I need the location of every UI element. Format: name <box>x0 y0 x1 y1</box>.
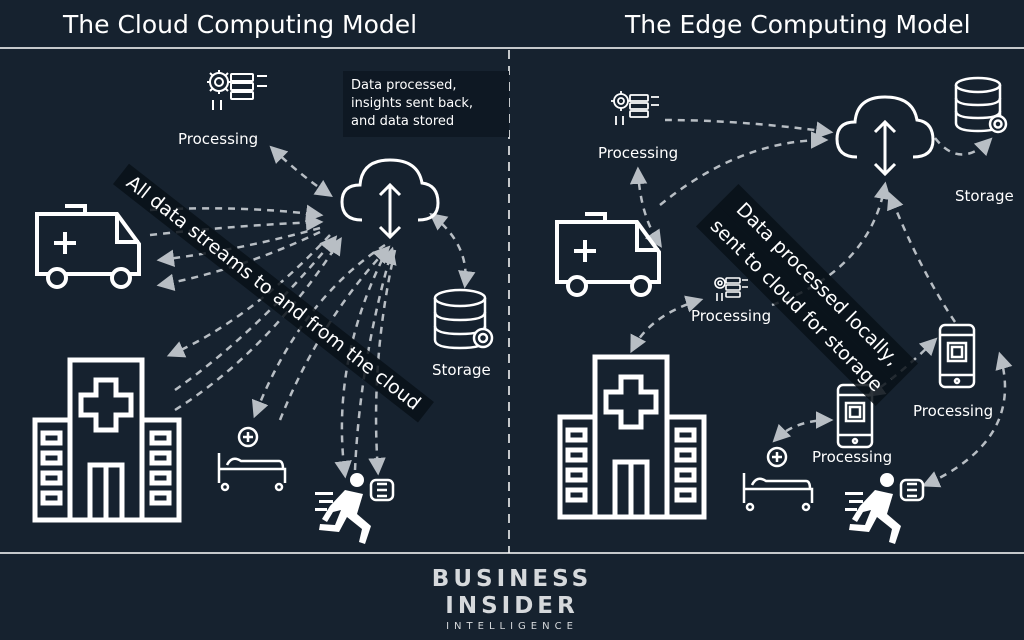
arrow-processing-mid-cloud <box>771 181 892 307</box>
arrow-storage-cloud <box>429 212 476 289</box>
arrow-ambulance-3 <box>156 226 321 267</box>
edge-processing-mid-label: Processing <box>691 307 772 325</box>
hospital-icon <box>557 354 707 520</box>
edge-processing-top-label: Processing <box>598 144 679 162</box>
arrow-phone-right-runner <box>921 351 1013 488</box>
database-gear-icon <box>954 76 1008 134</box>
runner-smartwatch-icon <box>315 473 395 544</box>
cloud-upload-download-icon <box>340 158 440 240</box>
arrow-runner-3 <box>368 249 397 476</box>
arrow-ambulance-4 <box>156 230 321 292</box>
arrow-ambulance-cloud <box>659 131 829 206</box>
brand-line-intelligence: INTELLIGENCE <box>446 621 578 632</box>
arrow-cloud-storage <box>934 137 993 157</box>
arrow-processing-mid-hospital <box>630 295 704 354</box>
arrow-processing-cloud <box>269 145 333 197</box>
arrow-phone-left-bed <box>772 411 834 443</box>
cloud-storage-label: Storage <box>432 361 491 379</box>
arrow-processing-top-ambulance <box>629 166 662 248</box>
smartphone-chip-icon <box>938 323 976 389</box>
arrow-bed-1 <box>251 243 386 419</box>
callout-line: Data processed, <box>351 78 457 93</box>
arrow-hospital-2 <box>174 235 338 392</box>
brand-line-business: BUSINESS <box>431 566 593 592</box>
brand-line-insider: INSIDER <box>445 593 579 619</box>
callout-line: insights sent back, <box>351 96 473 111</box>
cloud-processing-label: Processing <box>178 130 259 148</box>
arrow-phone-right-cloud <box>887 191 957 323</box>
hospital-bed-icon <box>217 426 287 492</box>
edge-storage-label: Storage <box>955 187 1014 205</box>
edge-processing-phone-left-label: Processing <box>812 448 893 466</box>
processing-gear-server-icon <box>611 91 659 125</box>
hospital-bed-icon <box>742 446 814 512</box>
processing-gear-server-icon <box>714 277 748 301</box>
processing-gear-server-icon <box>207 70 267 110</box>
runner-smartwatch-icon <box>845 473 925 544</box>
arrow-processing-top-cloud <box>664 118 834 139</box>
cloud-model-title: The Cloud Computing Model <box>63 10 418 39</box>
ambulance-icon <box>555 212 661 297</box>
cloud-callout: Data processed, insights sent back, and … <box>343 71 509 137</box>
database-gear-icon <box>433 288 494 350</box>
ambulance-icon <box>35 204 141 289</box>
cloud-upload-download-icon <box>835 95 935 177</box>
edge-model-title: The Edge Computing Model <box>625 10 971 39</box>
arrow-hospital-1 <box>166 234 331 358</box>
hospital-icon <box>32 357 182 523</box>
edge-processing-phone-right-label: Processing <box>913 402 994 420</box>
callout-line: and data stored <box>351 114 455 129</box>
arrow-hospital-3 <box>174 237 342 412</box>
